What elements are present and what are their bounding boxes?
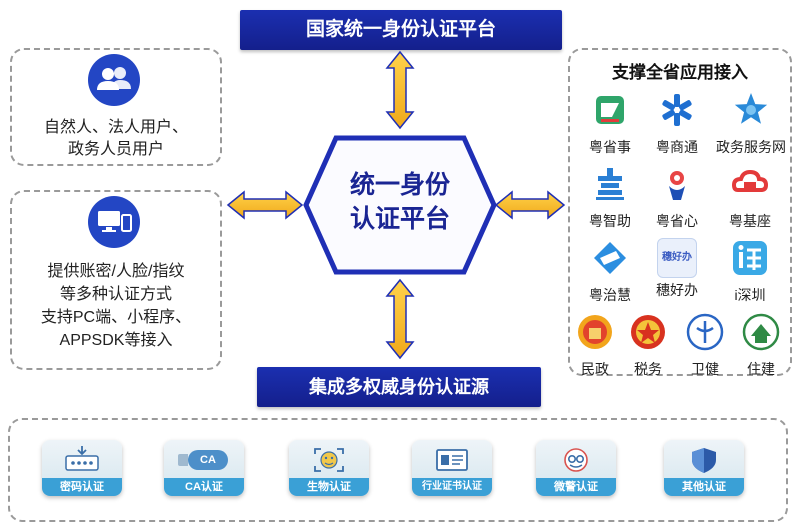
app-yueshengxin[interactable]: 粤省心 bbox=[641, 164, 713, 231]
app-label: 民政 bbox=[581, 361, 609, 377]
auth-police[interactable]: 微警认证 bbox=[536, 440, 616, 496]
bottom-banner: 集成多权威身份认证源 bbox=[257, 367, 541, 407]
yuezhizhu-icon bbox=[596, 168, 624, 200]
app-label: 粤智助 bbox=[589, 213, 631, 229]
app-yueshangtong[interactable]: 粤商通 bbox=[641, 90, 713, 157]
app-label: 粤治慧 bbox=[589, 287, 631, 303]
auth-label: 密码认证 bbox=[42, 478, 122, 496]
user-types-line1: 自然人、法人用户、 bbox=[43, 119, 188, 136]
app-yuezhizhu[interactable]: 粤智助 bbox=[574, 164, 646, 231]
auth-password[interactable]: 密码认证 bbox=[42, 440, 122, 496]
user-types-line2: 政务人员用户 bbox=[67, 141, 164, 158]
yuejizuo-icon bbox=[731, 169, 769, 192]
center-title-line1: 统一身份 bbox=[349, 171, 450, 199]
auth-sources-panel bbox=[8, 418, 788, 522]
ca-usb-icon: CA bbox=[178, 448, 230, 472]
app-label: 粤商通 bbox=[656, 139, 698, 155]
police-icon bbox=[564, 448, 588, 472]
arrow-right bbox=[494, 190, 566, 220]
app-zhengwu[interactable]: 政务服务网 bbox=[710, 90, 792, 157]
auth-label: CA认证 bbox=[164, 478, 244, 496]
arrow-top bbox=[385, 50, 415, 130]
yueshengxin-icon bbox=[669, 171, 685, 200]
top-banner: 国家统一身份认证平台 bbox=[240, 10, 562, 50]
user-types-text: 自然人、法人用户、 政务人员用户 bbox=[14, 117, 218, 161]
app-label: 税务 bbox=[634, 361, 662, 377]
zhujian-icon bbox=[742, 313, 780, 351]
app-minzheng[interactable]: 民政 bbox=[559, 312, 631, 379]
face-scan-icon bbox=[314, 448, 344, 472]
app-shuiwu[interactable]: 税务 bbox=[612, 312, 684, 379]
shield-icon bbox=[692, 448, 716, 473]
auth-methods-text: 提供账密/人脸/指纹 等多种认证方式 支持PC端、小程序、 APPSDK等接入 bbox=[14, 260, 218, 352]
yueshengshi-icon bbox=[596, 96, 624, 124]
auth-label: 行业证书认证 bbox=[412, 478, 492, 496]
center-title-line2: 认证平台 bbox=[349, 205, 450, 233]
auth-label: 生物认证 bbox=[289, 478, 369, 496]
user-types-panel bbox=[10, 48, 222, 166]
app-label: 粤基座 bbox=[729, 213, 771, 229]
certificate-icon bbox=[436, 449, 468, 471]
arrow-bottom bbox=[385, 278, 415, 360]
app-label: i深圳 bbox=[734, 287, 766, 303]
app-label: 政务服务网 bbox=[716, 139, 786, 155]
devices-icon bbox=[88, 196, 140, 248]
suihaoban-icon: 穗好办 bbox=[657, 238, 697, 278]
auth-methods-line2: 等多种认证方式 bbox=[59, 286, 172, 303]
app-label: 住建 bbox=[747, 361, 775, 377]
ishenzhen-icon bbox=[733, 241, 767, 275]
center-title: 统一身份 认证平台 bbox=[320, 168, 480, 236]
auth-methods-line3: 支持PC端、小程序、 bbox=[40, 309, 192, 326]
app-weijian[interactable]: 卫健 bbox=[669, 312, 741, 379]
auth-methods-panel bbox=[10, 190, 222, 370]
yuezhihui-icon bbox=[594, 242, 626, 274]
minzheng-icon bbox=[578, 315, 612, 349]
users-icon bbox=[88, 54, 140, 106]
weijian-icon bbox=[686, 313, 724, 351]
auth-label: 其他认证 bbox=[664, 478, 744, 496]
app-yuejizuo[interactable]: 粤基座 bbox=[714, 164, 786, 231]
app-yueshengshi[interactable]: 粤省事 bbox=[574, 90, 646, 157]
app-suihaoban[interactable]: 穗好办 穗好办 bbox=[641, 238, 713, 300]
auth-ca[interactable]: CA CA认证 bbox=[164, 440, 244, 496]
app-access-title: 支撑全省应用接入 bbox=[612, 63, 748, 82]
shuiwu-icon bbox=[631, 315, 665, 349]
app-zhujian[interactable]: 住建 bbox=[725, 312, 797, 379]
password-icon bbox=[65, 446, 99, 471]
auth-other[interactable]: 其他认证 bbox=[664, 440, 744, 496]
auth-methods-line1: 提供账密/人脸/指纹 bbox=[47, 263, 185, 280]
app-label: 穗好办 bbox=[656, 282, 698, 298]
app-label: 粤省心 bbox=[656, 213, 698, 229]
auth-biometric[interactable]: 生物认证 bbox=[289, 440, 369, 496]
zhengwu-icon bbox=[734, 93, 768, 124]
auth-methods-line4: APPSDK等接入 bbox=[59, 332, 173, 349]
app-label: 粤省事 bbox=[589, 139, 631, 155]
arrow-left bbox=[226, 190, 304, 220]
yueshangtong-icon bbox=[662, 94, 692, 126]
auth-label: 微警认证 bbox=[536, 478, 616, 496]
app-ishenzhen[interactable]: i深圳 bbox=[714, 238, 786, 305]
center-hexagon bbox=[303, 135, 497, 275]
auth-industry-cert[interactable]: 行业证书认证 bbox=[412, 440, 492, 496]
app-yuezhihui[interactable]: 粤治慧 bbox=[574, 238, 646, 305]
app-label: 卫健 bbox=[691, 361, 719, 377]
